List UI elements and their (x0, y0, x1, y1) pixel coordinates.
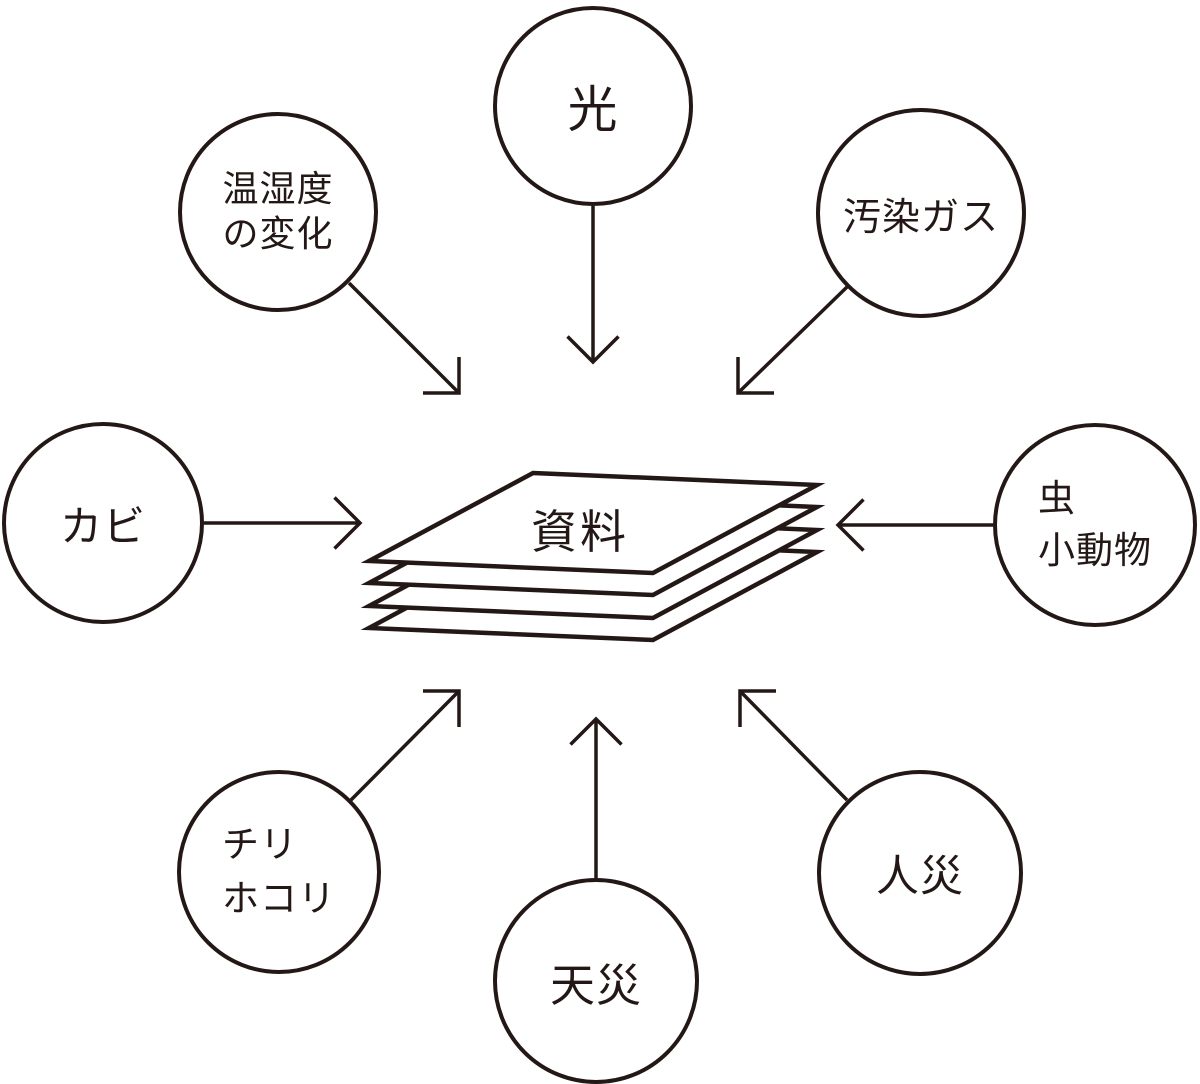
threat-node-natural-disaster: 天災 (493, 878, 699, 1084)
arrow-man-made-disaster (738, 689, 849, 802)
arrow-light (566, 206, 620, 365)
threat-node-insects-small-animals: 虫 小動物 (993, 423, 1197, 627)
arrow-natural-disaster (569, 716, 623, 878)
arrow-insects (835, 498, 993, 552)
threat-node-pollutant-gas: 汚染ガス (816, 108, 1026, 318)
arrow-pollutant-gas (736, 285, 849, 395)
threat-label-natural-disaster: 天災 (549, 958, 642, 1012)
threat-label-mold: カビ (59, 501, 146, 551)
arrow-temp-humidity (347, 281, 461, 395)
center-label: 資料 (531, 505, 629, 559)
threat-label-light: 光 (567, 81, 619, 139)
threat-node-man-made-disaster: 人災 (817, 770, 1023, 976)
arrow-mold (204, 496, 363, 550)
threat-label-insects-small-animals: 虫 小動物 (1038, 477, 1152, 572)
threat-label-man-made-disaster: 人災 (876, 852, 964, 902)
paper-stack-icon (360, 470, 826, 643)
threat-node-light: 光 (493, 6, 693, 206)
threat-label-pollutant-gas: 汚染ガス (842, 194, 999, 239)
threat-label-dust: チリ ホコリ (222, 823, 336, 920)
threat-node-dust: チリ ホコリ (177, 770, 381, 974)
threat-node-temp-humidity: 温湿度 の変化 (178, 112, 378, 312)
arrow-dust (349, 689, 461, 802)
threat-node-mold: カビ (2, 422, 204, 624)
threat-label-temp-humidity: 温湿度 の変化 (222, 169, 334, 255)
